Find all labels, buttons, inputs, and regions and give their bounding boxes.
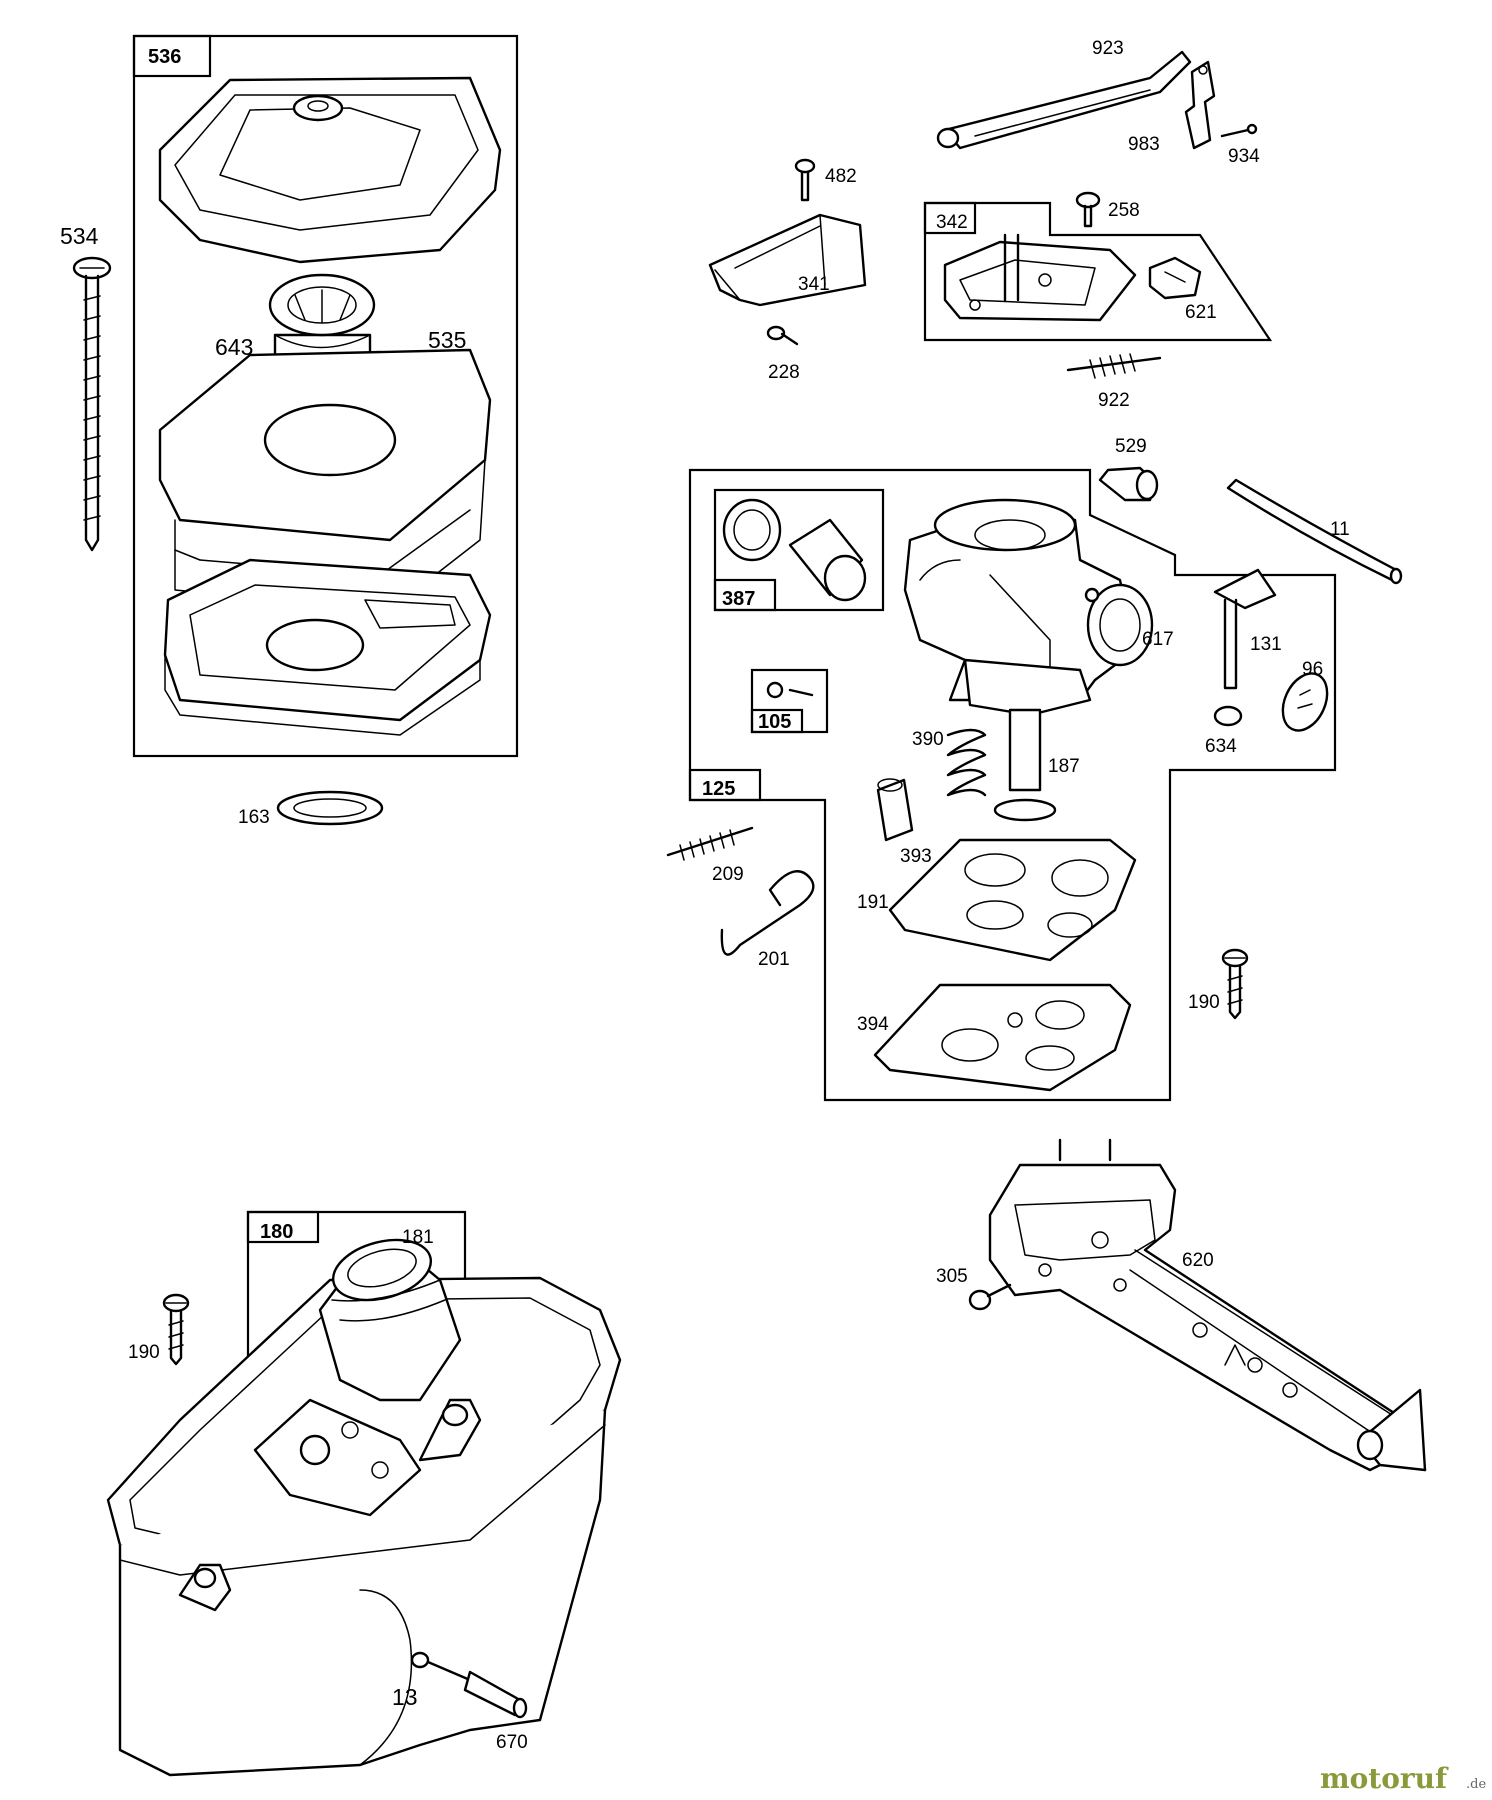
screw-534	[72, 256, 112, 552]
part-label: 394	[857, 1014, 889, 1035]
tank-mount-plate	[178, 1398, 482, 1612]
clip-201	[720, 870, 815, 956]
screw-305	[968, 1283, 1012, 1311]
part-label: 621	[1185, 302, 1217, 323]
elbow-529	[1098, 466, 1159, 502]
part-labels: 536 534 643 535 163 923 983 934 482 258 …	[60, 38, 1350, 1753]
part-label: 163	[238, 807, 270, 828]
part-label: 11	[1330, 519, 1350, 540]
fuel-filter-13	[410, 1651, 528, 1719]
part-label: 934	[1228, 146, 1260, 167]
spring-922	[1066, 353, 1162, 379]
part-label: 190	[1188, 992, 1220, 1013]
governor-assembly-342	[923, 201, 1273, 342]
seal-387	[722, 498, 867, 602]
air-cleaner-base	[163, 558, 492, 736]
part-label: 305	[936, 1266, 968, 1287]
part-label: 983	[1128, 134, 1160, 155]
pin-934	[1220, 123, 1258, 138]
carburetor-body	[903, 498, 1154, 717]
part-label: 634	[1205, 736, 1237, 757]
gasket-163	[276, 790, 384, 826]
part-label: 390	[912, 729, 944, 750]
part-label: 535	[428, 327, 466, 353]
screw-190a	[1221, 948, 1249, 1020]
part-label: 181	[402, 1227, 434, 1248]
seal-634	[1213, 705, 1243, 727]
throttle-link-923	[936, 50, 1192, 150]
screw-228	[766, 325, 799, 346]
part-label: 258	[1108, 200, 1140, 221]
frame-536	[132, 34, 519, 758]
filler-cap-181	[318, 1238, 462, 1402]
part-label: 342	[936, 212, 968, 233]
part-label: 617	[1142, 629, 1174, 650]
label-box-536	[132, 34, 212, 78]
part-label: 534	[60, 223, 99, 249]
screw-105	[766, 681, 814, 699]
part-label: 643	[215, 334, 253, 360]
screw-482	[794, 158, 816, 202]
air-cleaner-assembly	[132, 34, 519, 758]
part-label: 923	[1092, 38, 1124, 59]
part-label: 387	[722, 588, 755, 610]
spring-390	[946, 728, 987, 797]
part-label: 922	[1098, 390, 1130, 411]
part-label: 180	[260, 1221, 293, 1243]
spring-209	[666, 826, 754, 861]
part-label: 96	[1302, 659, 1323, 680]
gasket-394	[873, 983, 1132, 1092]
part-label: 482	[825, 166, 857, 187]
part-label: 131	[1250, 634, 1282, 655]
watermark-text: motoruf	[1320, 1762, 1449, 1795]
part-label: 536	[148, 46, 181, 68]
fuel-line-11	[1226, 478, 1403, 585]
choke-shaft-131	[1213, 568, 1277, 690]
screw-258	[1075, 191, 1101, 228]
part-label: 191	[857, 892, 889, 913]
part-label: 13	[392, 1684, 418, 1710]
choke-plate-96	[1281, 672, 1329, 732]
float-393	[876, 778, 914, 842]
part-label: 105	[758, 711, 791, 733]
control-bracket-620	[988, 1138, 1427, 1472]
part-label: 187	[1048, 756, 1080, 777]
gasket-191	[888, 838, 1137, 962]
part-label: 228	[768, 362, 800, 383]
part-label: 125	[702, 778, 735, 800]
part-label: 393	[900, 846, 932, 867]
carburetor-assembly-125	[688, 468, 1337, 1102]
watermark-suffix: .de	[1466, 1777, 1486, 1792]
part-label: 209	[712, 864, 744, 885]
screw-190b	[162, 1293, 190, 1366]
air-cleaner-cover	[158, 76, 502, 264]
bracket-341	[708, 213, 867, 307]
part-label: 201	[758, 949, 790, 970]
part-label: 670	[496, 1732, 528, 1753]
part-label: 341	[798, 274, 830, 295]
needle-187	[993, 708, 1057, 822]
part-label: 190	[128, 1342, 160, 1363]
part-label: 620	[1182, 1250, 1214, 1271]
part-label: 529	[1115, 436, 1147, 457]
watermark-logo: motoruf .de	[1320, 1762, 1486, 1795]
spring-983	[1184, 60, 1216, 150]
